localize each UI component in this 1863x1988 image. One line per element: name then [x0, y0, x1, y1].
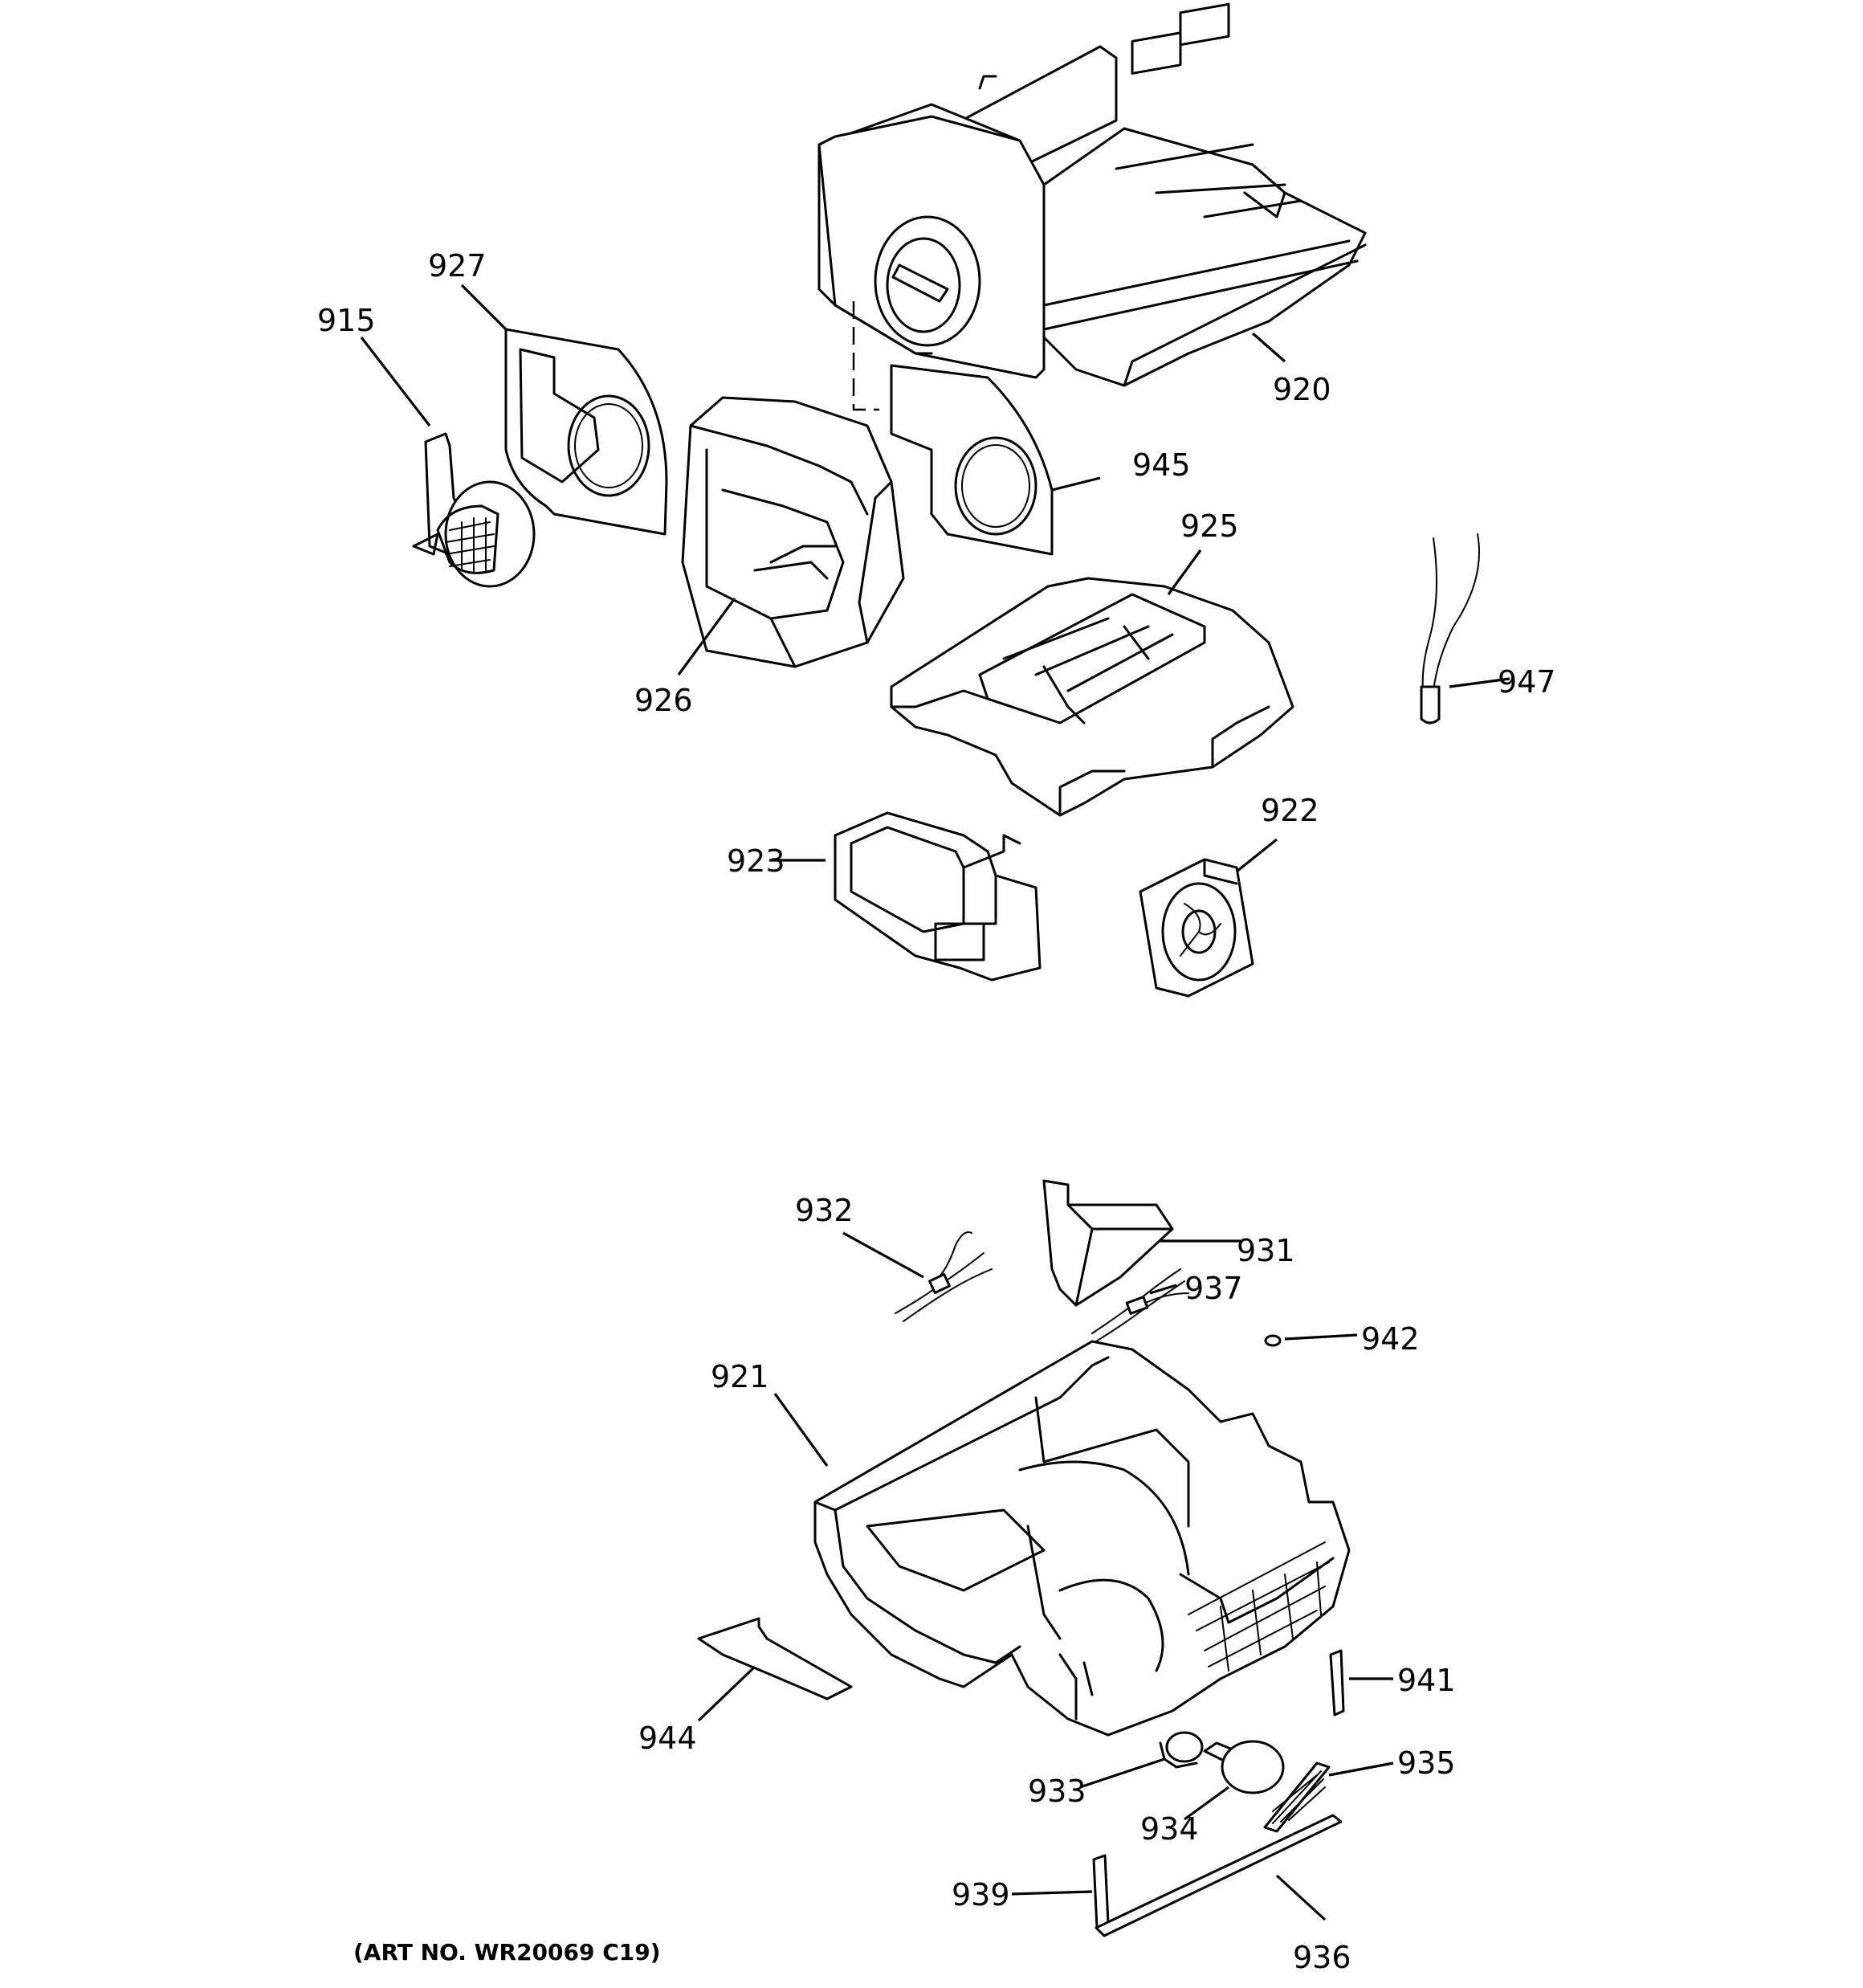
label-942: 942: [1361, 1321, 1420, 1357]
art-number: (ART NO. WR20069 C19): [353, 1939, 661, 1966]
part-942-nut: [1264, 1334, 1282, 1347]
label-922: 922: [1261, 793, 1319, 828]
part-931-shield: [1042, 1179, 1174, 1307]
label-931: 931: [1237, 1233, 1295, 1268]
label-937: 937: [1184, 1271, 1243, 1306]
label-936: 936: [1293, 1940, 1351, 1975]
part-933-socket: [1159, 1731, 1204, 1769]
part-923-bracket: [834, 811, 1042, 982]
label-944: 944: [638, 1721, 697, 1756]
part-937-connector: [1091, 1268, 1189, 1342]
part-939-post: [1092, 1854, 1110, 1929]
label-947: 947: [1498, 664, 1556, 700]
label-941: 941: [1397, 1663, 1456, 1698]
part-936-bar: [1095, 1814, 1343, 1937]
part-935-grille: [1263, 1761, 1331, 1833]
label-945: 945: [1132, 447, 1191, 483]
part-927-gasket: [504, 328, 668, 536]
part-labels: 915 927 920 945 926 925 947 923 922 932 …: [317, 248, 1556, 1975]
label-925: 925: [1180, 508, 1239, 544]
part-921-bucket: [813, 1340, 1351, 1737]
part-922-fan: [1139, 858, 1254, 998]
label-934: 934: [1140, 1811, 1199, 1847]
label-915: 915: [317, 303, 376, 338]
alignment-line: [852, 301, 879, 411]
label-935: 935: [1397, 1745, 1456, 1781]
part-932-harness: [895, 1231, 993, 1322]
part-926-shroud: [681, 396, 905, 668]
label-933: 933: [1028, 1774, 1086, 1809]
label-927: 927: [428, 248, 487, 284]
leader-lines: [360, 284, 1510, 1921]
label-932: 932: [795, 1193, 854, 1228]
part-920-housing: [817, 2, 1367, 387]
part-947-sensor: [1420, 533, 1480, 725]
label-923: 923: [727, 843, 785, 879]
part-941-post: [1329, 1649, 1345, 1717]
part-915-grill: [412, 432, 536, 588]
label-921: 921: [711, 1359, 769, 1394]
part-925-tray: [890, 577, 1294, 817]
label-939: 939: [952, 1877, 1010, 1912]
label-926: 926: [634, 683, 693, 718]
part-944-strip: [697, 1617, 853, 1700]
label-920: 920: [1273, 372, 1331, 407]
part-934-bulb: [1203, 1740, 1285, 1794]
part-945-gasket: [890, 364, 1054, 556]
